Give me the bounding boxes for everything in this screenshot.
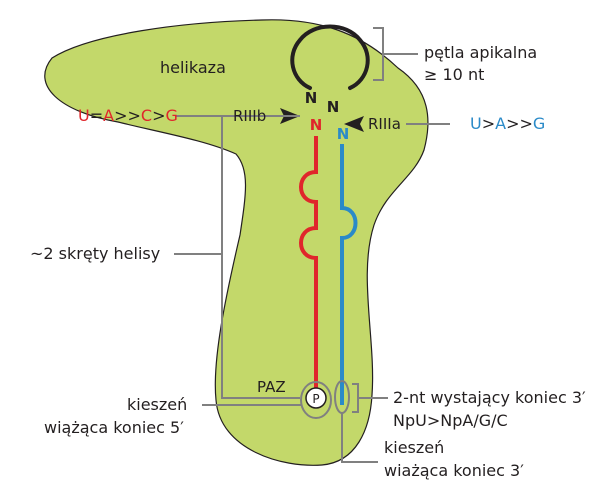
apical-loop-label-1: pętla apikalna — [424, 43, 537, 62]
overhang-label-1: 2-nt wystający koniec 3′ — [393, 388, 586, 407]
strand3-nucleotide: N — [337, 125, 350, 143]
preference-left: U=A>>C>G — [78, 106, 178, 125]
pref-left-0: U — [78, 106, 90, 125]
pref-right-4: G — [533, 114, 545, 133]
strand5-nucleotide: N — [310, 116, 323, 134]
pref-left-1: = — [90, 106, 103, 125]
pocket-3prime-label-1: kieszeń — [384, 438, 444, 457]
pref-left-4: C — [141, 106, 152, 125]
pref-right-1: > — [482, 114, 495, 133]
phosphate-label: P — [312, 392, 319, 406]
rnase-a-label: RIIIa — [368, 115, 401, 133]
pocket-5prime-label-1: kieszeń — [127, 395, 187, 414]
apical-loop-label-2: ≥ 10 nt — [424, 65, 484, 84]
pocket-5prime-label-2: wiążąca koniec 5′ — [44, 418, 184, 437]
pref-right-3: >> — [506, 114, 533, 133]
preference-right: U>A>>G — [470, 114, 545, 133]
rnase-b-label: RIIIb — [233, 107, 266, 125]
loop-nucleotide-left: N — [305, 89, 318, 107]
pocket-3prime-label-2: wiażąca koniec 3′ — [384, 461, 524, 480]
pref-left-5: > — [152, 106, 165, 125]
pref-right-0: U — [470, 114, 482, 133]
loop-nucleotide-right: N — [327, 98, 340, 116]
pref-left-6: G — [165, 106, 177, 125]
pref-right-2: A — [495, 114, 506, 133]
pref-left-2: A — [103, 106, 114, 125]
pref-left-3: >> — [114, 106, 141, 125]
overhang-label-2: NpU>NpA/G/C — [393, 411, 508, 430]
helix-turns-label: ~2 skręty helisy — [30, 244, 160, 263]
helicase-label: helikaza — [160, 58, 226, 77]
paz-label: PAZ — [257, 378, 286, 396]
